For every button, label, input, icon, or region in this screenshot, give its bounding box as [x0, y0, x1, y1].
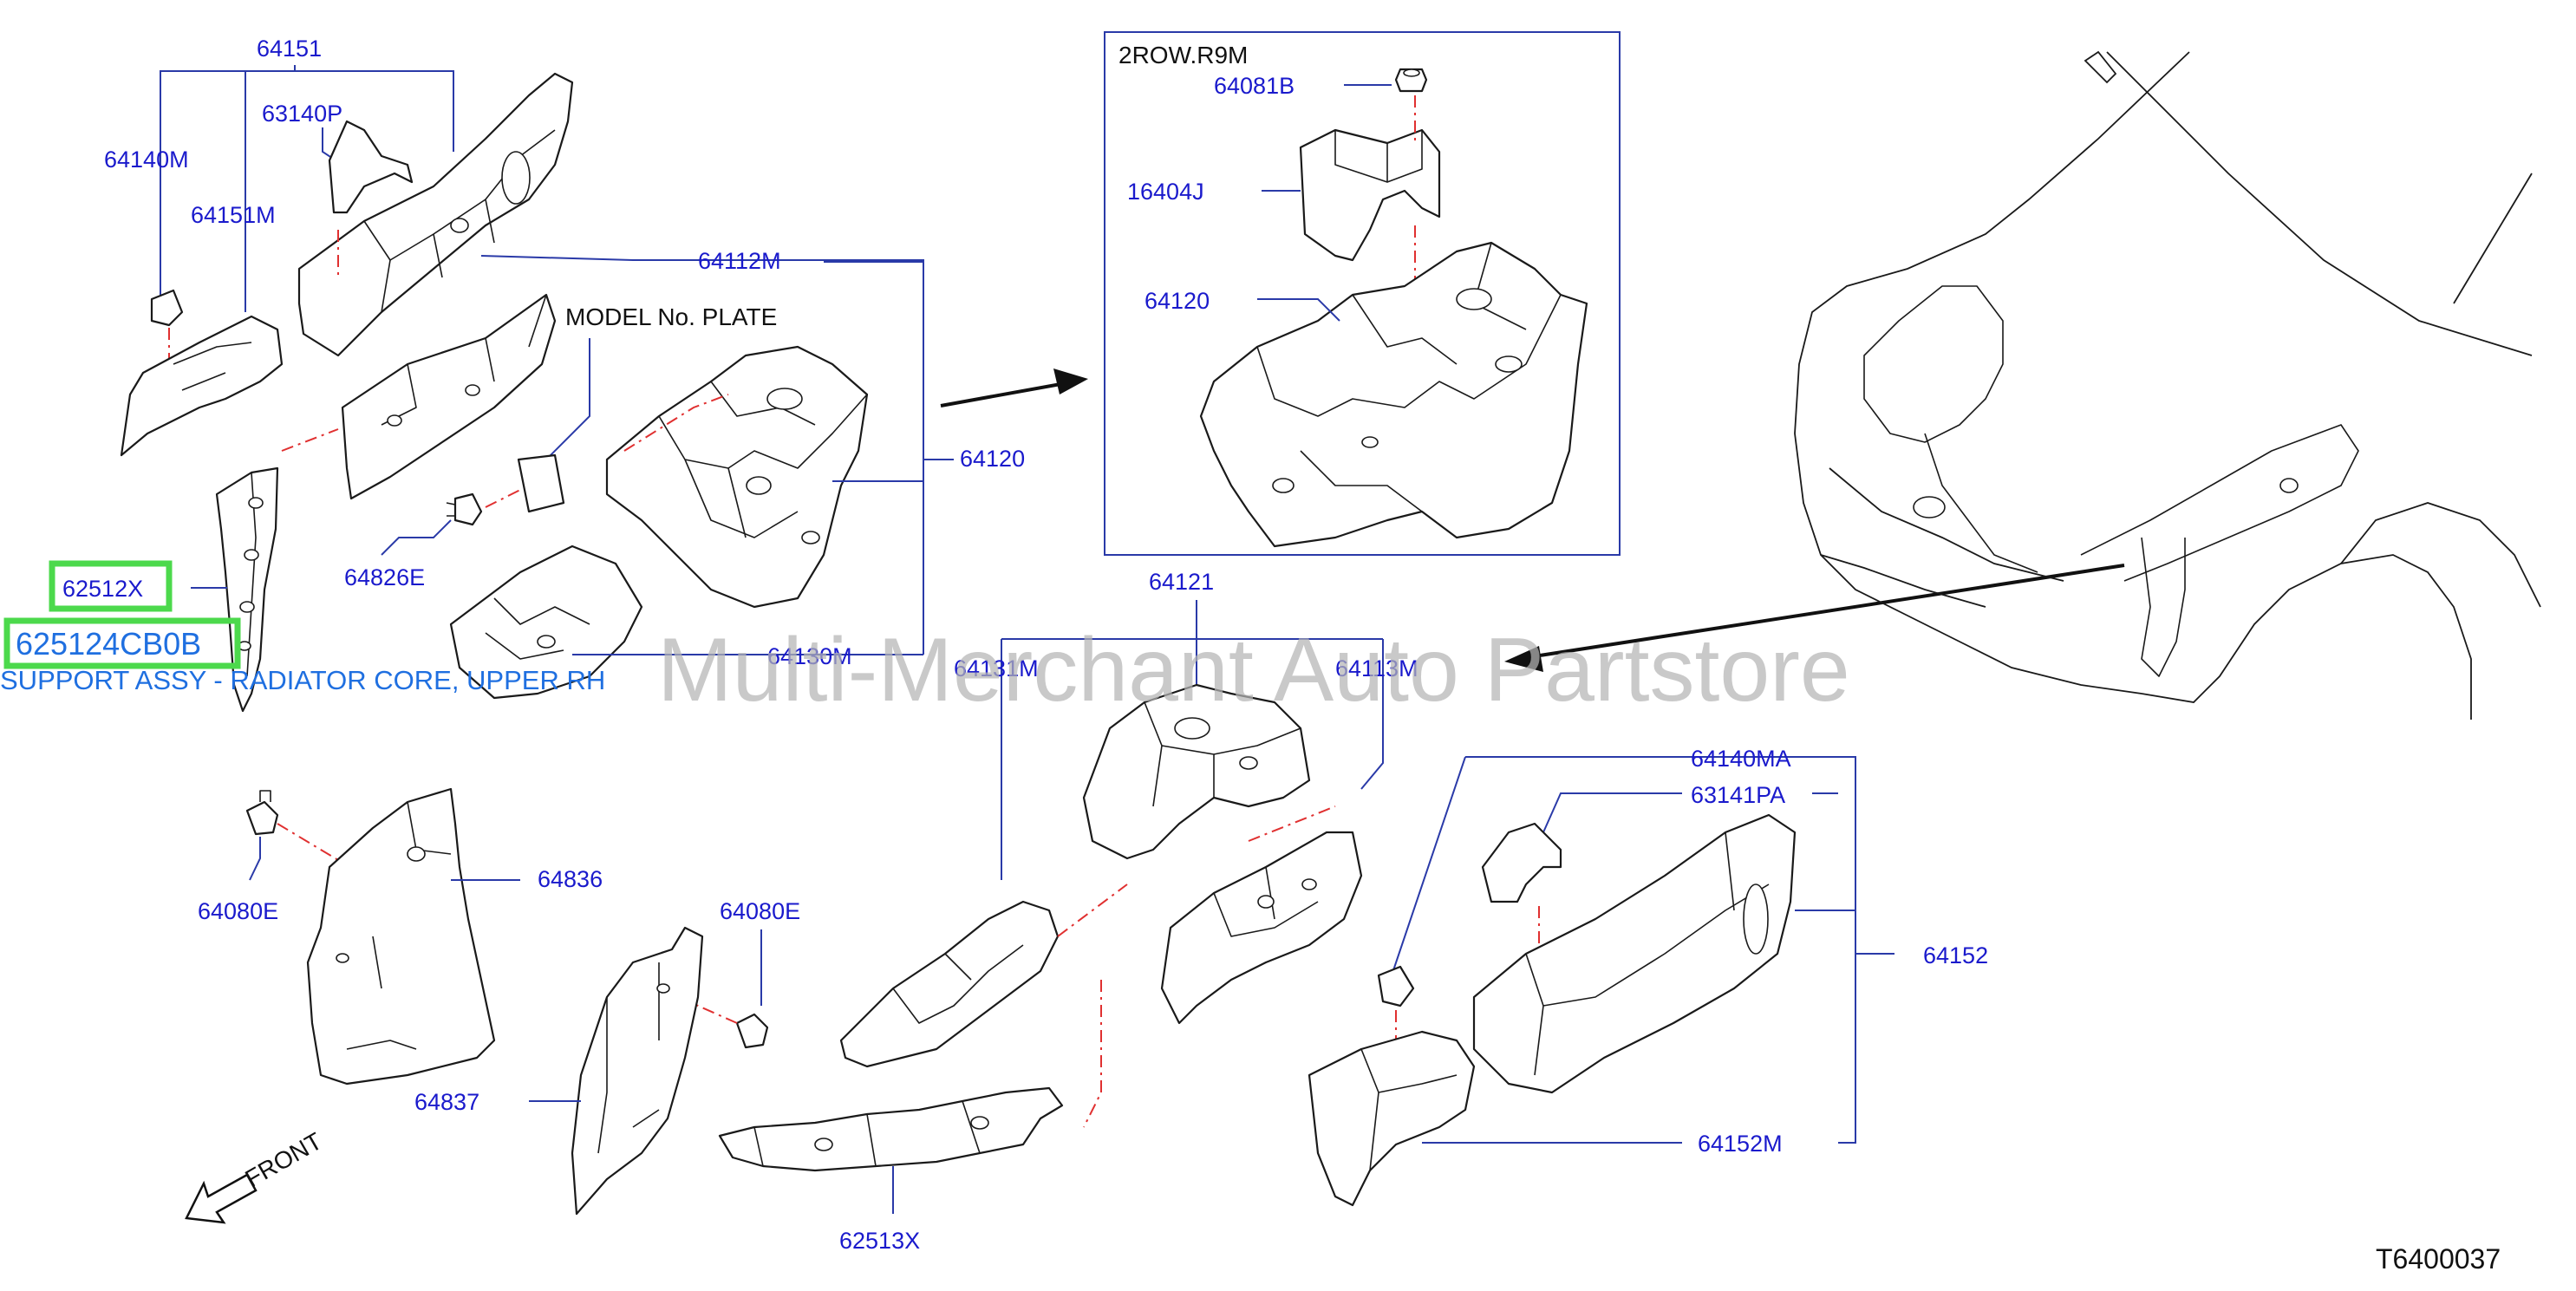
label-64826E: 64826E — [344, 564, 425, 590]
label-64081B: 64081B — [1214, 73, 1295, 99]
part-64837 — [571, 926, 704, 1216]
arrow-to-inset — [940, 368, 1088, 408]
model-plate-label: MODEL No. PLATE — [565, 303, 777, 330]
label-64152: 64152 — [1923, 942, 1988, 968]
part-64152M — [1308, 1030, 1476, 1207]
label-64152M: 64152M — [1698, 1131, 1783, 1157]
part-64112M — [341, 293, 557, 500]
label-64151M: 64151M — [191, 202, 276, 228]
inset-nut-64081B — [1394, 68, 1428, 93]
label-64131M: 64131M — [954, 655, 1039, 681]
part-64113M — [1160, 831, 1363, 1025]
label-64130M: 64130M — [767, 643, 852, 669]
model-number-plate — [517, 453, 565, 513]
inset-title: 2ROW.R9M — [1118, 42, 1248, 68]
part-64140M-clip — [150, 289, 184, 327]
highlight-box-625124CB0B[interactable] — [3, 617, 241, 669]
label-16404J: 16404J — [1127, 179, 1204, 205]
part-64152 — [1472, 813, 1797, 1094]
watermark: Multi-Merchant Auto Partstore — [657, 620, 1850, 720]
part-63140P — [328, 120, 414, 214]
label-64113M: 64113M — [1335, 655, 1418, 681]
label-64080E-a: 64080E — [198, 898, 278, 924]
part-64836 — [306, 787, 496, 1086]
part-64131M — [839, 900, 1060, 1068]
highlight-part-description: SUPPORT ASSY - RADIATOR CORE, UPPER RH — [0, 665, 605, 695]
inset-box — [1104, 31, 1621, 556]
part-625124CB0B-support — [215, 466, 279, 713]
part-64151 — [297, 72, 574, 357]
label-64120: 64120 — [960, 446, 1025, 472]
front-direction-arrow — [185, 1173, 258, 1224]
label-64836: 64836 — [538, 866, 603, 892]
diagram-code: T6400037 — [2376, 1243, 2501, 1275]
label-62513X: 62513X — [839, 1228, 920, 1254]
part-64140MA-clip — [1377, 965, 1415, 1007]
part-64120 — [605, 345, 869, 609]
part-64080E-bolt-b — [735, 1013, 769, 1049]
label-64140MA: 64140MA — [1691, 746, 1791, 772]
label-64151: 64151 — [257, 36, 322, 62]
part-64826E-clip — [446, 492, 483, 526]
part-64130M — [449, 544, 643, 700]
part-64080E-bolt-a — [245, 790, 279, 836]
inset-part-16404J — [1299, 128, 1441, 262]
part-63141PA — [1481, 822, 1562, 903]
part-62513X — [718, 1086, 1064, 1172]
inset-part-64120 — [1199, 241, 1588, 548]
part-64151M — [120, 315, 284, 457]
highlight-box-62512X — [49, 560, 173, 612]
front-label: FRONT — [241, 1127, 327, 1192]
label-64121: 64121 — [1149, 569, 1214, 595]
label-64080E-b: 64080E — [720, 898, 800, 924]
highlight-part-code[interactable]: 625124CB0B — [16, 626, 201, 662]
label-64120-inset: 64120 — [1145, 288, 1210, 314]
part-64121 — [1082, 683, 1311, 860]
label-64140M: 64140M — [104, 147, 189, 173]
label-63140P: 63140P — [262, 101, 342, 127]
arrow-from-car — [1504, 564, 2125, 672]
label-64112M: 64112M — [698, 248, 781, 274]
car-front-corner-illustration — [1794, 50, 2541, 720]
label-63141PA: 63141PA — [1691, 782, 1785, 808]
label-62512X: 62512X — [62, 576, 143, 602]
label-64837: 64837 — [414, 1089, 479, 1115]
